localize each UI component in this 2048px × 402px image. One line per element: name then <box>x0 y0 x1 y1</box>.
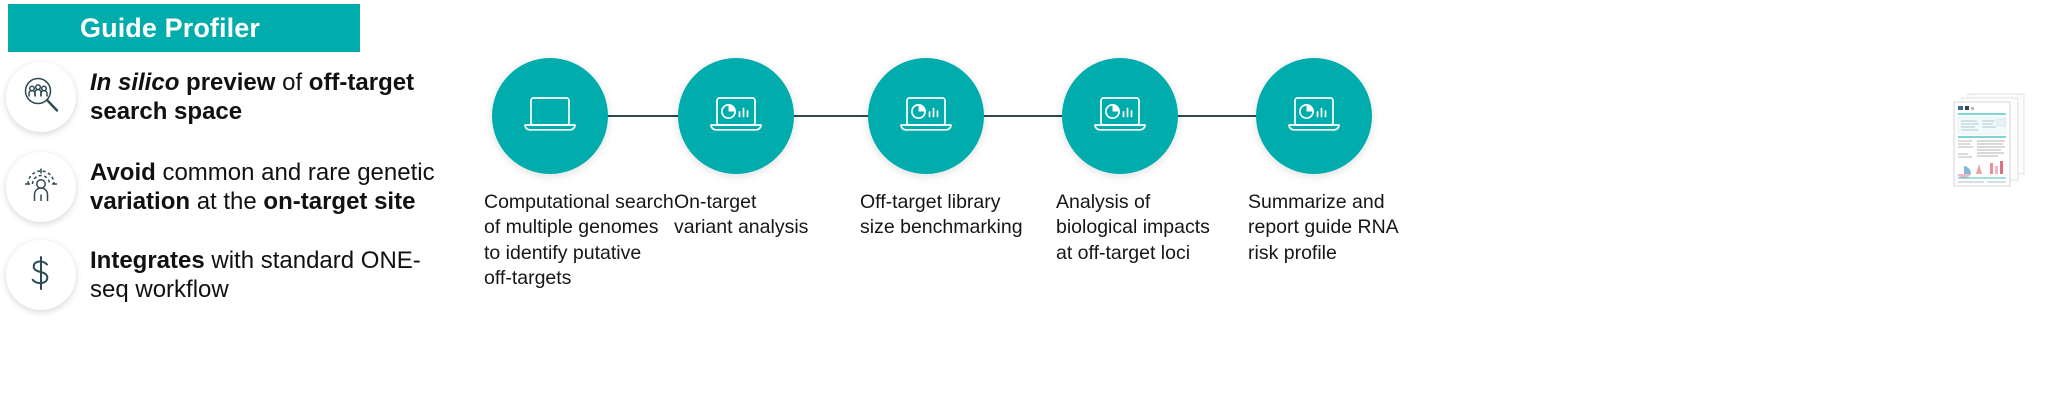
page-title: Guide Profiler <box>80 12 260 43</box>
workflow-step-0-caption: Computational search of multiple genomes… <box>484 191 674 290</box>
workflow-step-3[interactable]: Analysis of biological impacts at off-ta… <box>1056 58 1312 266</box>
workflow-step-1-circle <box>678 58 794 174</box>
workflow-step-3-circle <box>1062 58 1178 174</box>
workflow-step-4[interactable]: Summarize and report guide RNA risk prof… <box>1248 58 1506 266</box>
laptop-icon <box>520 89 580 144</box>
feature-item-1: Avoid common and rare genetic variation … <box>6 152 458 222</box>
laptop-chart-icon <box>1090 89 1150 144</box>
feature-text-2: Integrates with standard ONE-seq workflo… <box>90 247 421 304</box>
workflow-step-3-caption: Analysis of biological impacts at off-ta… <box>1056 191 1210 264</box>
people-magnifier-icon <box>19 73 63 122</box>
laptop-chart-icon <box>706 89 766 144</box>
laptop-chart-icon <box>1284 89 1344 144</box>
workflow-step-1-caption: On-target variant analysis <box>674 191 809 239</box>
feature-icon-0 <box>6 62 76 132</box>
feature-icon-1 <box>6 152 76 222</box>
feature-text-1: Avoid common and rare genetic variation … <box>90 159 435 216</box>
workflow-step-0[interactable]: Computational search of multiple genomes… <box>484 58 734 291</box>
target-person-icon <box>19 163 63 212</box>
workflow-step-4-caption: Summarize and report guide RNA risk prof… <box>1248 191 1399 264</box>
feature-text-0: In silico preview of off-target search s… <box>90 69 415 126</box>
laptop-chart-icon <box>896 89 956 144</box>
workflow-step-2-caption: Off-target library size benchmarking <box>860 191 1023 239</box>
workflow-step-0-circle <box>492 58 608 174</box>
feature-icon-2 <box>6 240 76 310</box>
workflow-diagram: Computational search of multiple genomes… <box>470 0 1890 402</box>
dollar-sign-icon <box>19 251 63 300</box>
workflow-step-4-circle <box>1256 58 1372 174</box>
workflow-step-1[interactable]: On-target variant analysis <box>674 58 928 241</box>
feature-item-2: Integrates with standard ONE-seq workflo… <box>6 240 458 310</box>
report-document-thumbnail[interactable] <box>1946 88 2030 192</box>
workflow-step-2[interactable]: Off-target library size benchmarking <box>860 58 1118 241</box>
left-feature-panel: Guide Profiler <box>0 0 470 402</box>
feature-item-0: In silico preview of off-target search s… <box>6 62 458 132</box>
title-banner: Guide Profiler <box>8 4 360 52</box>
workflow-step-2-circle <box>868 58 984 174</box>
